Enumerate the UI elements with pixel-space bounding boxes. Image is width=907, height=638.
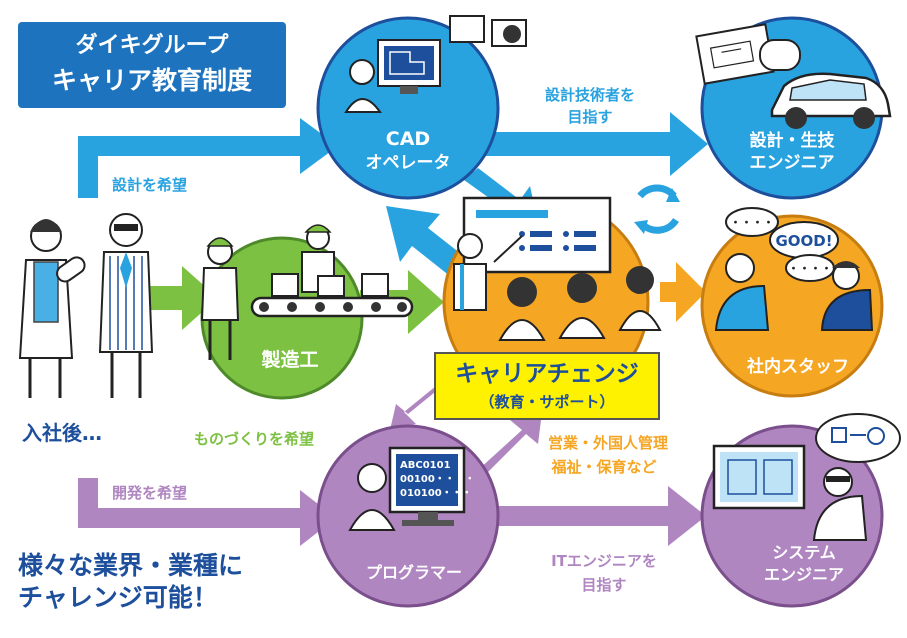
- bottom-message: 様々な業界・業種に チャレンジ可能！: [18, 550, 243, 614]
- design-engineer-label-2: エンジニア: [750, 153, 835, 173]
- bottom-line-2: チャレンジ可能！: [18, 583, 218, 612]
- career-change-sub: （教育・サポート）: [479, 393, 615, 411]
- audience-icon: [498, 266, 662, 341]
- arrow-career-to-programmer: [390, 386, 440, 430]
- cad-computer-icon: [344, 15, 527, 113]
- career-change-box: キャリアチェンジ （教育・サポート）: [434, 352, 660, 420]
- label-want-monozukuri: ものづくりを希望: [194, 430, 314, 448]
- title-box: ダイキグループ キャリア教育制度: [18, 22, 286, 108]
- factory-icon: [200, 224, 414, 360]
- speech-dots-left: ・・・・: [730, 216, 774, 229]
- title-line-2: キャリア教育制度: [51, 66, 252, 95]
- speech-bubble-right: ・・・・: [785, 254, 835, 282]
- start-label: 入社後…: [22, 421, 102, 445]
- speech-dots-right: ・・・・: [788, 262, 832, 275]
- label-aim-it-1: ITエンジニアを: [551, 552, 657, 570]
- arrow-aim-design: [470, 112, 708, 176]
- system-engineer-label-2: エンジニア: [764, 565, 844, 584]
- screen-code-line-1: ABC0101: [400, 460, 451, 471]
- cad-label-2: オペレータ: [366, 153, 451, 173]
- speech-bubble-good: GOOD!: [769, 221, 839, 259]
- arrow-want-development: [78, 478, 336, 546]
- label-want-design: 設計を希望: [112, 176, 187, 194]
- title-line-1: ダイキグループ: [75, 33, 229, 58]
- presentation-board-icon: [453, 196, 612, 311]
- staff-label: 社内スタッフ: [746, 356, 849, 377]
- screen-code-line-3: 010100・・・: [400, 488, 472, 499]
- label-aim-design-2: 目指す: [567, 108, 612, 126]
- label-want-development: 開発を希望: [112, 484, 187, 502]
- system-engineer-label-1: システム: [772, 543, 836, 562]
- speech-good-text: GOOD!: [775, 232, 832, 250]
- cad-label-1: CAD: [386, 128, 430, 150]
- arrow-to-staff: [660, 262, 706, 322]
- design-engineer-label-1: 設計・生技: [750, 130, 836, 151]
- career-change-main: キャリアチェンジ: [455, 361, 639, 387]
- label-other-jobs-1: 営業・外国人管理: [548, 434, 668, 452]
- bottom-line-1: 様々な業界・業種に: [18, 551, 244, 580]
- arrow-want-design: [78, 118, 338, 198]
- label-other-jobs-2: 福祉・保育など: [550, 458, 656, 476]
- label-aim-design-1: 設計技術者を: [545, 86, 635, 104]
- speech-bubble-left: ・・・・: [725, 207, 779, 237]
- arrow-start-to-manufacturing: [150, 266, 218, 330]
- label-aim-it-2: 目指す: [581, 576, 626, 594]
- manufacturing-label: 製造工: [260, 348, 318, 371]
- programmer-label: プログラマー: [366, 563, 462, 582]
- programmer-computer-icon: ABC0101 00100・・・・ 010100・・・: [348, 446, 475, 531]
- arrow-programmer-to-career: [478, 412, 542, 476]
- system-engineer-icon: [712, 413, 901, 541]
- new-employees-icon: [18, 213, 154, 398]
- arrow-aim-it: [476, 486, 706, 546]
- screen-code-line-2: 00100・・・・: [400, 474, 475, 485]
- cycle-arrows-icon: [634, 184, 680, 234]
- staff-people-icon: [714, 253, 874, 331]
- car-icon: [770, 72, 892, 129]
- blueprint-icon: [695, 23, 801, 85]
